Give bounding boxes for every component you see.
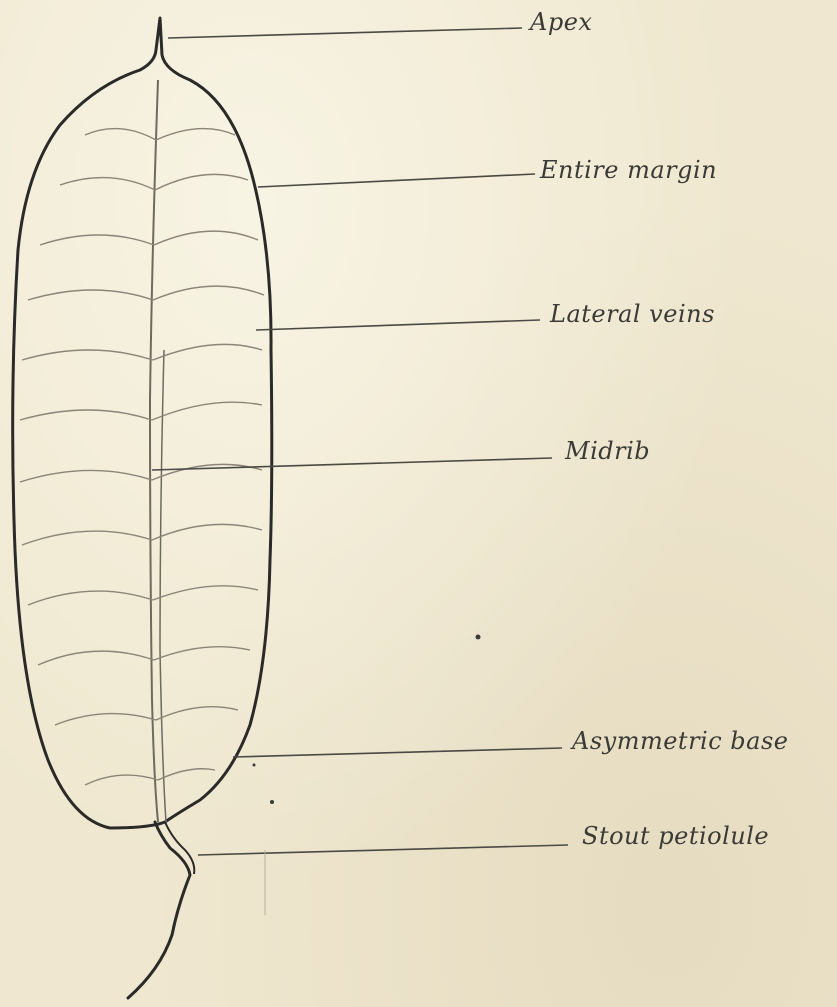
leader-base xyxy=(233,748,562,757)
lateral-veins-left xyxy=(20,129,158,785)
midrib-line xyxy=(150,80,158,822)
leaf-outline xyxy=(13,18,272,828)
label-apex: Apex xyxy=(530,8,592,36)
label-stout-petiolule: Stout petiolule xyxy=(582,822,769,850)
label-entire-margin: Entire margin xyxy=(540,156,717,184)
leader-lines xyxy=(152,28,568,855)
label-lateral-veins: Lateral veins xyxy=(550,300,715,328)
leader-midrib xyxy=(152,458,552,470)
label-asymmetric-base: Asymmetric base xyxy=(572,727,788,755)
leader-margin xyxy=(258,174,535,187)
pencil-marks xyxy=(253,635,481,805)
leader-lateral-veins xyxy=(256,320,540,330)
lateral-veins-right xyxy=(152,129,264,780)
leader-apex xyxy=(168,28,522,38)
midrib-line-2 xyxy=(160,350,166,822)
label-midrib: Midrib xyxy=(565,437,650,465)
leader-petiolule xyxy=(198,845,568,855)
petiolule-stalk xyxy=(128,822,190,998)
